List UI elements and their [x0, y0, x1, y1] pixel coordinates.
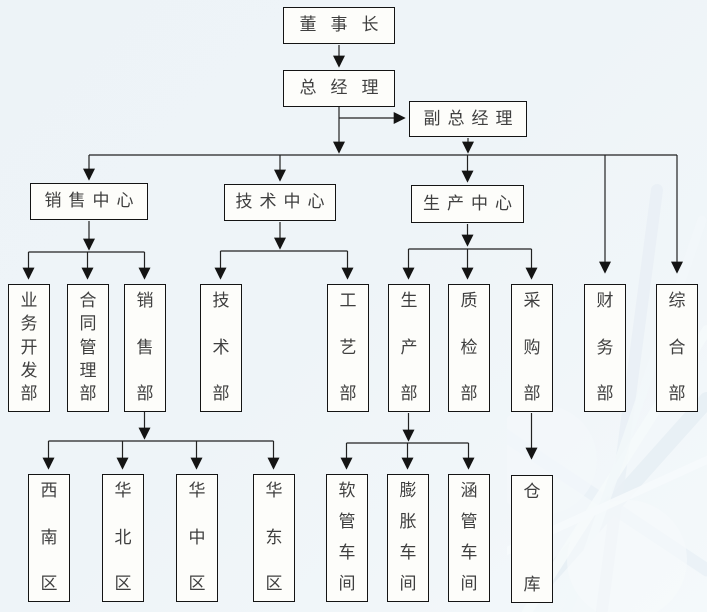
node-hose-workshop-label: 软管车间	[338, 481, 356, 594]
node-quality-inspection-dept: 质检部	[448, 284, 490, 412]
node-production-dept-label: 生产部	[400, 291, 418, 404]
node-culvert-pipe-workshop-label: 涵管车间	[460, 481, 478, 594]
node-technology-center-label: 技术中心	[235, 192, 332, 212]
node-technology-dept: 技术部	[200, 284, 242, 412]
node-process-dept-label: 工艺部	[339, 291, 357, 404]
node-expansion-workshop: 膨胀车间	[387, 474, 429, 602]
node-production-dept: 生产部	[388, 284, 430, 412]
node-contract-management-dept-label: 合同管理部	[79, 291, 97, 404]
node-production-center: 生产中心	[411, 185, 524, 223]
node-purchasing-dept-label: 采购部	[523, 291, 541, 404]
node-technology-center: 技术中心	[224, 184, 336, 221]
node-warehouse: 仓库	[511, 475, 553, 603]
node-quality-inspection-dept-label: 质检部	[460, 291, 478, 404]
node-contract-management-dept: 合同管理部	[67, 284, 109, 412]
node-central-china-region: 华中区	[176, 474, 218, 602]
connector-technology-center-branch	[214, 222, 354, 280]
node-sales-dept: 销售部	[124, 284, 166, 412]
node-north-china-region-label: 华北区	[114, 481, 132, 594]
node-southwest-region: 西南区	[28, 474, 70, 602]
node-central-china-region-label: 华中区	[188, 481, 206, 594]
connector-sales-center-branch	[22, 221, 151, 280]
node-finance-dept: 财务部	[584, 284, 626, 412]
node-process-dept: 工艺部	[327, 284, 369, 412]
node-sales-dept-label: 销售部	[136, 291, 154, 404]
connector-production-center-branch	[402, 224, 538, 280]
node-business-development-dept-label: 业务开发部	[20, 291, 38, 404]
node-sales-center-label: 销售中心	[44, 191, 141, 211]
node-purchasing-dept: 采购部	[511, 284, 553, 412]
node-business-development-dept: 业务开发部	[8, 284, 50, 412]
node-north-china-region: 华北区	[102, 474, 144, 602]
node-east-china-region: 华东区	[253, 474, 295, 602]
node-expansion-workshop-label: 膨胀车间	[399, 481, 417, 594]
node-production-center-label: 生产中心	[423, 193, 519, 214]
node-general-manager: 总经理	[283, 70, 395, 107]
node-warehouse-label: 仓库	[523, 482, 541, 595]
node-finance-dept-label: 财务部	[596, 291, 614, 404]
node-chairman-label: 董事长	[299, 15, 393, 35]
connector-main-bus	[83, 154, 683, 274]
node-east-china-region-label: 华东区	[265, 481, 283, 594]
node-hose-workshop: 软管车间	[326, 474, 368, 602]
connector-workshops-branch	[340, 413, 475, 470]
node-deputy-general-manager: 副总经理	[409, 101, 527, 137]
node-chairman: 董事长	[283, 7, 395, 44]
node-southwest-region-label: 西南区	[40, 481, 58, 594]
node-sales-center: 销售中心	[30, 183, 148, 220]
node-technology-dept-label: 技术部	[212, 291, 230, 404]
node-culvert-pipe-workshop: 涵管车间	[448, 474, 490, 602]
node-general-affairs-dept-label: 综合部	[668, 291, 686, 404]
node-general-affairs-dept: 综合部	[656, 284, 698, 412]
node-general-manager-label: 总经理	[299, 78, 393, 98]
connector-regions-branch	[42, 412, 280, 470]
node-deputy-general-manager-label: 副总经理	[423, 108, 520, 129]
